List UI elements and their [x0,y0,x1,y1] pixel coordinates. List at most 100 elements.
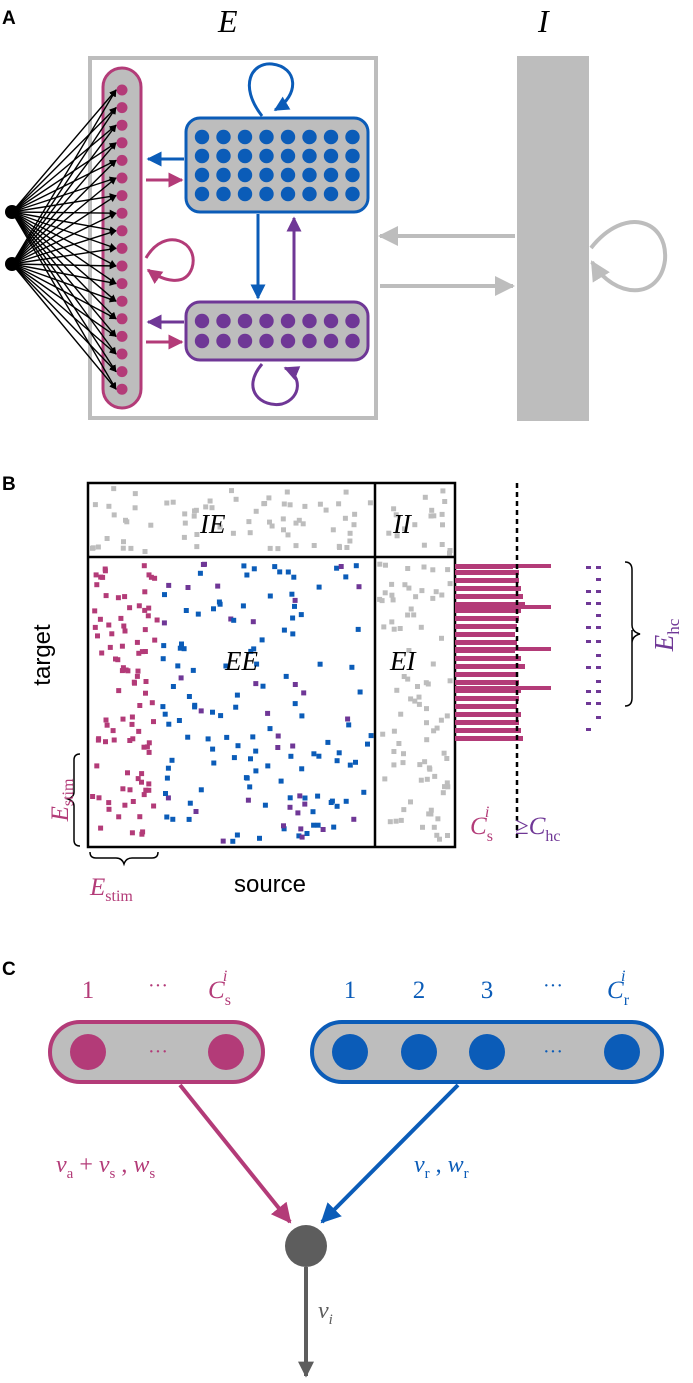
matrix-entry [418,624,424,630]
matrix-entry [439,542,445,547]
matrix-entry [215,583,221,589]
stimulated-input-group [48,1020,265,1084]
block-label-ie: IE [199,509,226,539]
matrix-entry [183,608,189,613]
matrix-entry [244,572,250,578]
stim-neuron [116,366,128,378]
matrix-entry [166,582,172,588]
matrix-entry [186,694,192,699]
matrix-entry [152,575,158,581]
stimulated-input-arrow [178,1083,292,1224]
matrix-entry [334,758,340,764]
matrix-entry [194,532,200,537]
rand-neuron [332,1034,368,1070]
matrix-entry [139,649,145,655]
matrix-entry [131,679,137,685]
matrix-entry [428,513,434,519]
matrix-entry [217,524,223,530]
rand-neuron [469,1034,505,1070]
matrix-entry [220,838,226,844]
matrix-entry [430,567,436,573]
matrix-entry [99,650,105,656]
stim-neuron [116,207,128,219]
matrix-entry [233,704,239,710]
hc-neuron [323,333,339,349]
matrix-entry [267,519,272,525]
matrix-entry [422,759,428,765]
matrix-entry [185,585,191,590]
matrix-entry [143,787,149,793]
matrix-entry [250,619,256,625]
stim-neuron [116,330,128,342]
matrix-entry [397,626,403,631]
matrix-entry [129,721,135,727]
matrix-entry [141,563,147,569]
matrix-entry [267,593,273,599]
rand-neuron-label-2: 2 [413,977,426,1004]
hc-neuron [280,333,296,349]
matrix-entry [115,657,121,663]
matrix-entry [334,803,340,809]
degree-bar [455,656,521,661]
inhibitory-population-label: I [537,3,550,39]
matrix-entry [408,696,414,702]
matrix-entry [289,591,295,597]
input-connection [11,245,117,265]
matrix-entry [234,832,240,838]
matrix-entry [231,755,237,761]
matrix-entry [301,690,307,696]
stimulus-degree-histogram [455,564,551,741]
hc-marker [596,614,601,617]
stim-neuron [208,1034,244,1070]
rand-neuron [604,1034,640,1070]
matrix-entry [122,594,128,600]
inhibitory-recurrent-loop [589,220,668,293]
input-connection [11,177,117,265]
matrix-entry [161,643,167,649]
matrix-entry [439,511,445,517]
degree-bar-long [455,686,551,690]
matrix-entry [130,736,136,742]
matrix-entry [194,544,200,550]
matrix-entry [106,806,112,812]
matrix-entry [182,511,188,517]
matrix-entry [149,700,155,706]
matrix-entry [265,763,271,769]
rand-neuron-label-last: Cri [607,968,630,1009]
matrix-entry [154,617,160,623]
matrix-entry [419,588,425,594]
hc-neuron [259,333,274,349]
matrix-entry [94,582,100,588]
matrix-entry [353,759,358,765]
matrix-entry [139,779,144,785]
degree-bar [455,728,521,733]
matrix-entry [162,711,168,717]
stim-neuron [116,313,128,325]
stimulated-recurrent-loop [144,238,195,284]
matrix-entry [265,710,271,716]
matrix-entry [164,500,170,506]
matrix-entry [148,522,154,528]
matrix-entry [217,601,223,607]
output-rate-label: νi [318,1298,333,1328]
ehc-label: Ehc [649,618,683,652]
matrix-entry [269,523,275,529]
matrix-entry [245,797,251,803]
matrix-entry [398,711,404,717]
matrix-entry [98,825,104,831]
matrix-entry [280,516,286,522]
matrix-entry [285,569,291,575]
matrix-entry [110,728,116,734]
degree-bar [455,586,521,591]
matrix-entry [442,499,448,504]
matrix-entry [338,564,344,569]
matrix-entry [281,826,287,832]
matrix-entry [211,760,217,766]
matrix-entry [394,687,400,693]
matrix-entry [356,584,362,590]
matrix-entry [447,678,453,684]
matrix-entry [437,836,442,842]
matrix-entry [142,649,148,654]
matrix-entry [135,776,141,782]
